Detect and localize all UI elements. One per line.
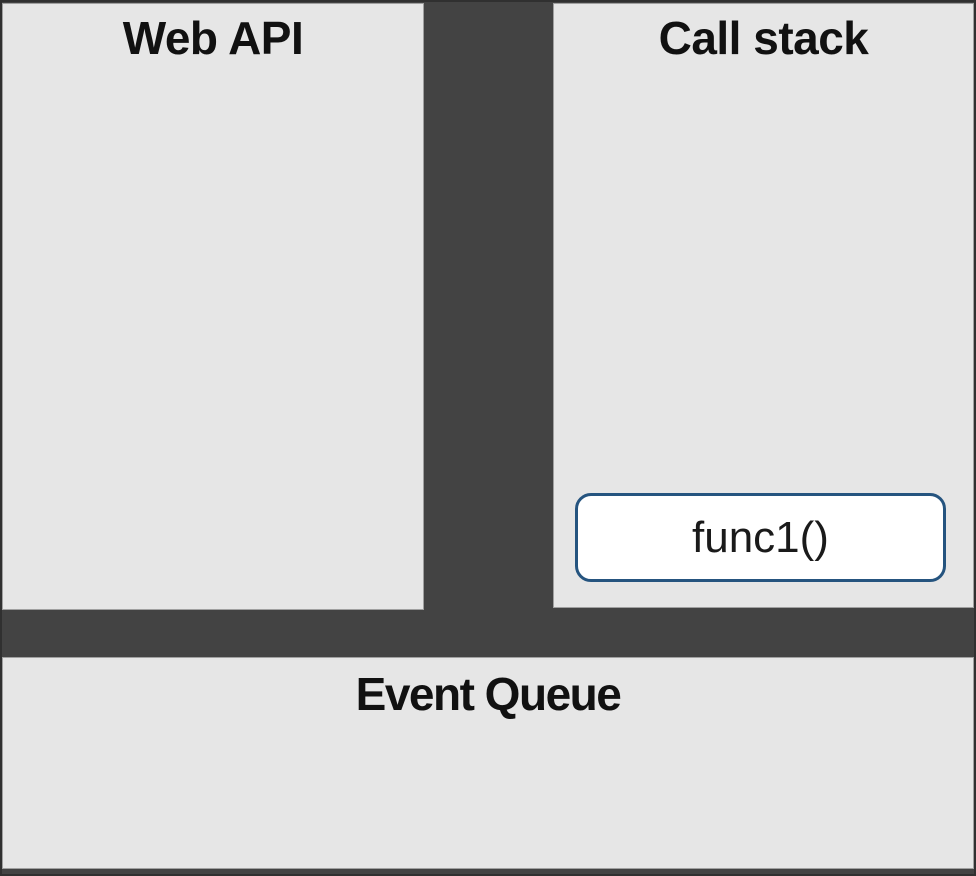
event-queue-panel: Event Queue	[2, 657, 974, 869]
stack-frame-label: func1()	[692, 512, 829, 562]
call-stack-frame-func1: func1()	[575, 493, 946, 582]
event-queue-title: Event Queue	[355, 668, 622, 720]
web-api-panel: Web API	[2, 3, 424, 610]
web-api-title: Web API	[122, 12, 304, 64]
call-stack-title: Call stack	[658, 12, 869, 64]
